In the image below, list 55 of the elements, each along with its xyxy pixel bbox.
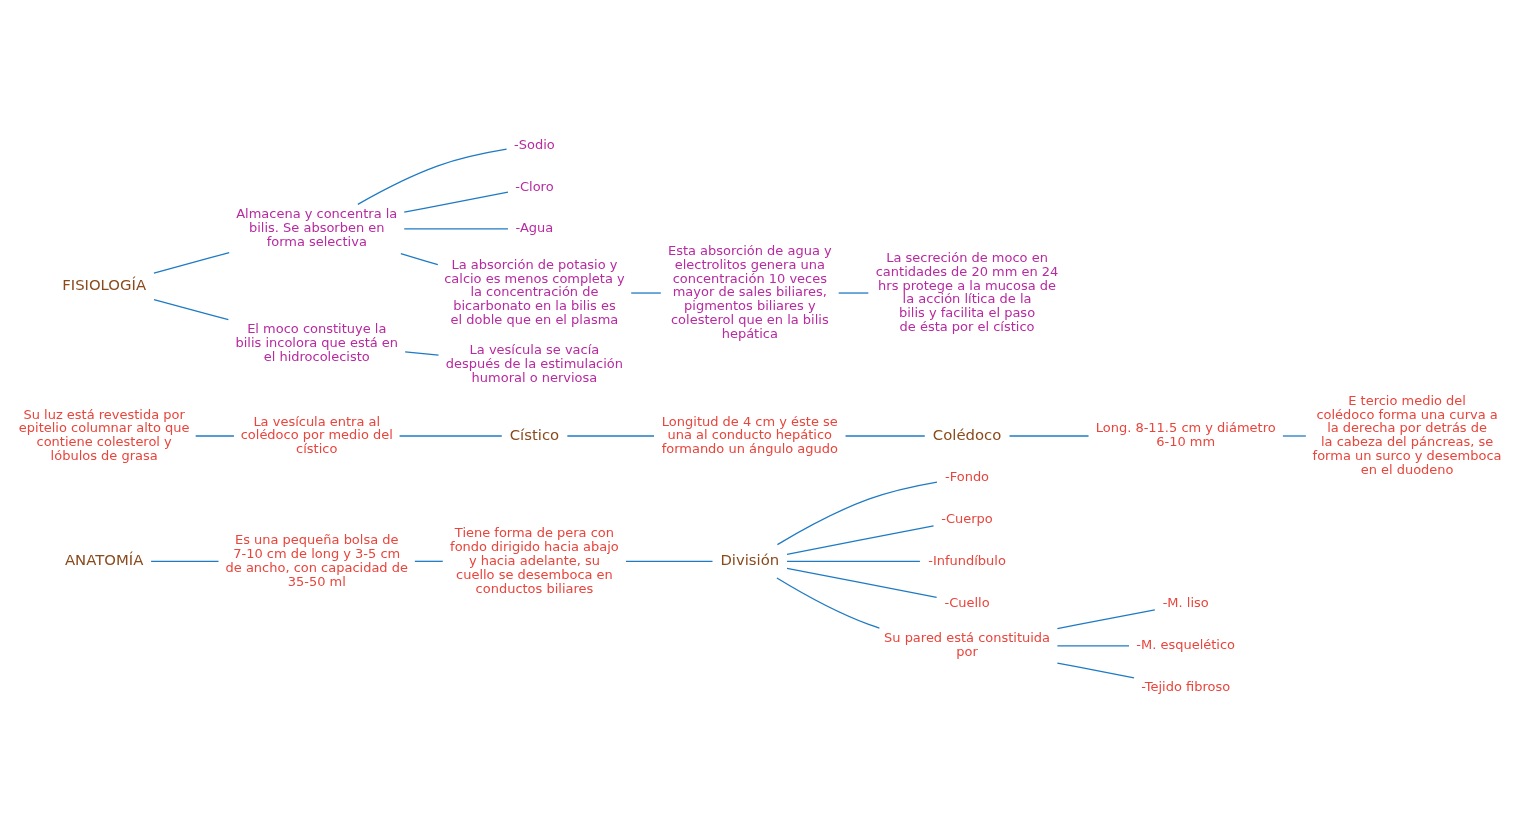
node-text: ANATOMÍA [64, 550, 144, 569]
node-text: -Cuerpo [941, 510, 993, 526]
connector [400, 253, 439, 266]
connector [1056, 609, 1156, 630]
node-text: Esta absorción de agua y electrolitos genera una concentración 10 veces mayor de sales biliares, pigmentos biliares y colesterol que en la bilis hepática [667, 242, 832, 342]
connector [404, 351, 440, 356]
node-text: El moco constituye la bilis incolora que está en el hidrocolecisto [235, 320, 399, 364]
node-text: Long. 8-11.5 cm y diámetro 6-10 mm [1095, 420, 1276, 450]
node-text: La absorción de potasio y calcio es menos completa y la concentración de bicarbonato en la bilis es el doble que en el plasma [444, 256, 625, 328]
node-text: -Cuello [944, 594, 990, 610]
node-text: -Tejido fibroso [1141, 679, 1231, 695]
node-text: -Fondo [945, 469, 990, 485]
connector [153, 299, 229, 321]
node-text: E tercio medio del colédoco forma una curva a la derecha por detrás de la cabeza del páncreas, se forma un surco y desemboca en el duodeno [1312, 392, 1502, 478]
node-text: Colédoco [932, 425, 1002, 444]
connector [1282, 435, 1307, 437]
node-text: -M. liso [1162, 595, 1209, 611]
connector [844, 435, 926, 437]
connector [786, 525, 935, 555]
node-text: La secreción de moco en cantidades de 20 mm en 24 hrs protege a la mucosa de la acción lítica de la bilis y facilita el paso de ésta por el cístico [875, 249, 1059, 335]
node-text: División [720, 550, 780, 569]
node-text: Longitud de 4 cm y éste se una al conducto hepático formando un ángulo agudo [661, 413, 838, 457]
node-text: FISIOLOGÍA [62, 276, 147, 295]
connector [195, 435, 235, 437]
connector [403, 228, 509, 230]
connector [776, 481, 938, 546]
node-text: -Sodio [514, 136, 555, 152]
connector [630, 292, 662, 294]
connector [398, 435, 503, 437]
connector [357, 148, 508, 205]
node-text: Su luz está revestida por epitelio columnar alto que contiene colesterol y lóbulos de grasa [18, 406, 190, 464]
connector [1056, 645, 1130, 647]
node-text: La vesícula entra al colédoco por medio del cístico [240, 413, 393, 457]
node-text: La vesícula se vacía después de la estimulación humoral o nerviosa [445, 342, 624, 385]
node-text: -Cloro [515, 178, 554, 194]
connector [776, 577, 881, 629]
node-text: Almacena y concentra la bilis. Se absorben en forma selectiva [236, 206, 398, 250]
connector [153, 252, 230, 274]
connector [150, 560, 220, 562]
connector [786, 567, 938, 599]
node-text: Es una pequeña bolsa de 7-10 cm de long y 3-5 cm de ancho, con capacidad de 35-50 ml [225, 531, 408, 589]
connector [625, 560, 714, 562]
connector [566, 435, 655, 437]
node-text: Cístico [509, 425, 560, 444]
connector [414, 560, 444, 562]
connector [1008, 435, 1090, 437]
connector [1056, 662, 1135, 679]
node-text: Su pared está constituida por [884, 630, 1051, 660]
node-text: Tiene forma de pera con fondo dirigido hacia abajo y hacia adelante, su cuello se desemboca en conductos biliares [450, 524, 619, 596]
node-text: -M. esquelético [1136, 637, 1236, 653]
connector [838, 292, 869, 294]
node-text: -Agua [515, 220, 554, 236]
connector [786, 560, 921, 562]
connector [403, 191, 509, 213]
node-text: -Infundíbulo [928, 552, 1006, 568]
